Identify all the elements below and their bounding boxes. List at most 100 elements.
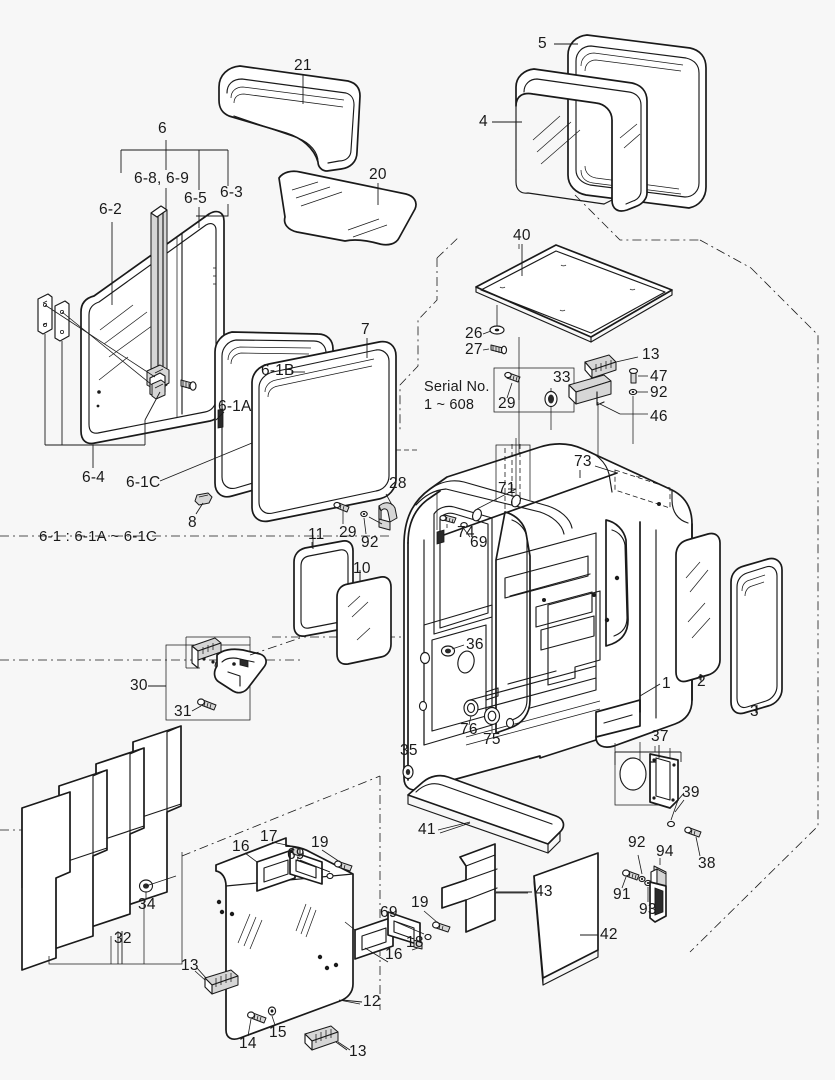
part-35-grommet (402, 759, 414, 780)
callout-47: 47 (650, 368, 668, 385)
callout-26: 26 (465, 325, 483, 342)
callout-46: 46 (650, 408, 668, 425)
part-2-side-glass (675, 532, 721, 683)
callout-37: 37 (651, 728, 669, 745)
callout-33: 33 (553, 369, 571, 386)
part-76-75-bushings (463, 699, 515, 734)
part-16-17-69-19-upper-hinge (244, 841, 353, 892)
callout-76: 76 (460, 721, 478, 738)
callout-18: 18 (406, 934, 424, 951)
callout-69-cab: 69 (470, 534, 488, 551)
part-30-31-handle (154, 636, 301, 721)
callout-6: 6 (158, 120, 167, 137)
callout-1: 1 (662, 675, 671, 692)
callout-30: 30 (130, 677, 148, 694)
callout-2: 2 (697, 673, 706, 690)
part-4-rear-glass (515, 68, 648, 212)
callout-42: 42 (600, 926, 618, 943)
callout-19-lower: 19 (411, 894, 429, 911)
part-32-panel-stack (0, 725, 381, 1010)
callout-6-3: 6-3 (220, 184, 244, 201)
part-26-27-washer-bolt (482, 305, 508, 355)
callout-34: 34 (138, 896, 156, 913)
serial-no-box (493, 367, 575, 413)
callout-91: 91 (613, 886, 631, 903)
callout-6-1B: 6-1B (261, 362, 295, 379)
callout-69-upper: 69 (287, 846, 305, 863)
part-41-front-cover (407, 774, 565, 854)
callout-7: 7 (361, 321, 370, 338)
callout-69-lower: 69 (380, 904, 398, 921)
callout-6-5: 6-5 (184, 190, 208, 207)
part-42-panel (533, 852, 599, 986)
callout-6-4: 6-4 (82, 469, 106, 486)
callout-92-hinge: 92 (361, 534, 379, 551)
callout-92-latch: 92 (628, 834, 646, 851)
callout-93: 93 (639, 901, 657, 918)
callout-29-hinge: 29 (339, 524, 357, 541)
callout-36: 36 (466, 636, 484, 653)
part-3-side-seal (730, 557, 783, 715)
callout-13-bottom: 13 (349, 1043, 367, 1060)
callout-31: 31 (174, 703, 192, 720)
part-8-grommet (194, 492, 213, 506)
callout-40: 40 (513, 227, 531, 244)
callout-71: 71 (498, 480, 516, 497)
part-16-18-69-19-lower-hinge (344, 910, 451, 963)
callout-41: 41 (418, 821, 436, 838)
part-71-73-rod (436, 438, 618, 545)
callout-13-left: 13 (181, 957, 199, 974)
serial-note-line1: Serial No. (424, 379, 490, 395)
part-91-94-latch (621, 854, 667, 923)
part-43-bracket (441, 843, 528, 933)
callout-6-1C: 6-1C (126, 474, 161, 491)
callout-11: 11 (308, 526, 325, 543)
callout-21: 21 (294, 57, 312, 74)
callout-32: 32 (114, 930, 132, 947)
part-1-cab-frame (403, 443, 693, 791)
callout-38: 38 (698, 855, 716, 872)
part-20-upper-glass (278, 170, 417, 246)
callout-13-top: 13 (642, 346, 660, 363)
callout-92-top: 92 (650, 384, 668, 401)
callout-6-8-6-9: 6-8, 6-9 (134, 170, 190, 187)
callout-27: 27 (465, 341, 483, 358)
serial-note-line2: 1 ~ 608 (424, 397, 475, 413)
callout-19-upper: 19 (311, 834, 329, 851)
callout-16-lower: 16 (385, 946, 403, 963)
part-10-glass (336, 574, 392, 665)
subassembly-note: 6-1 : 6-1A ~ 6-1C (39, 528, 158, 545)
part-13-door-handles (194, 969, 351, 1051)
callout-4: 4 (479, 113, 488, 130)
callout-94: 94 (656, 843, 674, 860)
callout-15: 15 (269, 1024, 287, 1041)
part-28-29-92-hinge (333, 493, 398, 535)
callout-43: 43 (535, 883, 553, 900)
callout-6-2: 6-2 (99, 201, 123, 218)
callout-3: 3 (750, 703, 759, 720)
callout-39: 39 (682, 784, 700, 801)
callout-74: 74 (457, 524, 475, 541)
part-40-roof-panel (475, 244, 673, 343)
part-12-door-glass (215, 837, 361, 1040)
part-13-47-92-46-hardware (568, 354, 648, 506)
part-6-left-door-assembly (37, 205, 225, 445)
callout-20: 20 (369, 166, 387, 183)
callout-8: 8 (188, 514, 197, 531)
callout-5: 5 (538, 35, 547, 52)
part-21-door-seal (218, 65, 361, 172)
callout-16-upper: 16 (232, 838, 250, 855)
callout-6-1A: 6-1A (218, 398, 252, 415)
callout-29-serial: 29 (498, 395, 516, 412)
callout-10: 10 (353, 560, 371, 577)
callout-12: 12 (363, 993, 381, 1010)
callout-75: 75 (483, 731, 501, 748)
callout-28: 28 (389, 475, 407, 492)
part-6-1C-seal (251, 340, 397, 523)
part-14-15-bolt-washer (247, 1006, 277, 1037)
callout-17: 17 (260, 828, 278, 845)
callout-73: 73 (574, 453, 592, 470)
callout-35: 35 (400, 742, 418, 759)
